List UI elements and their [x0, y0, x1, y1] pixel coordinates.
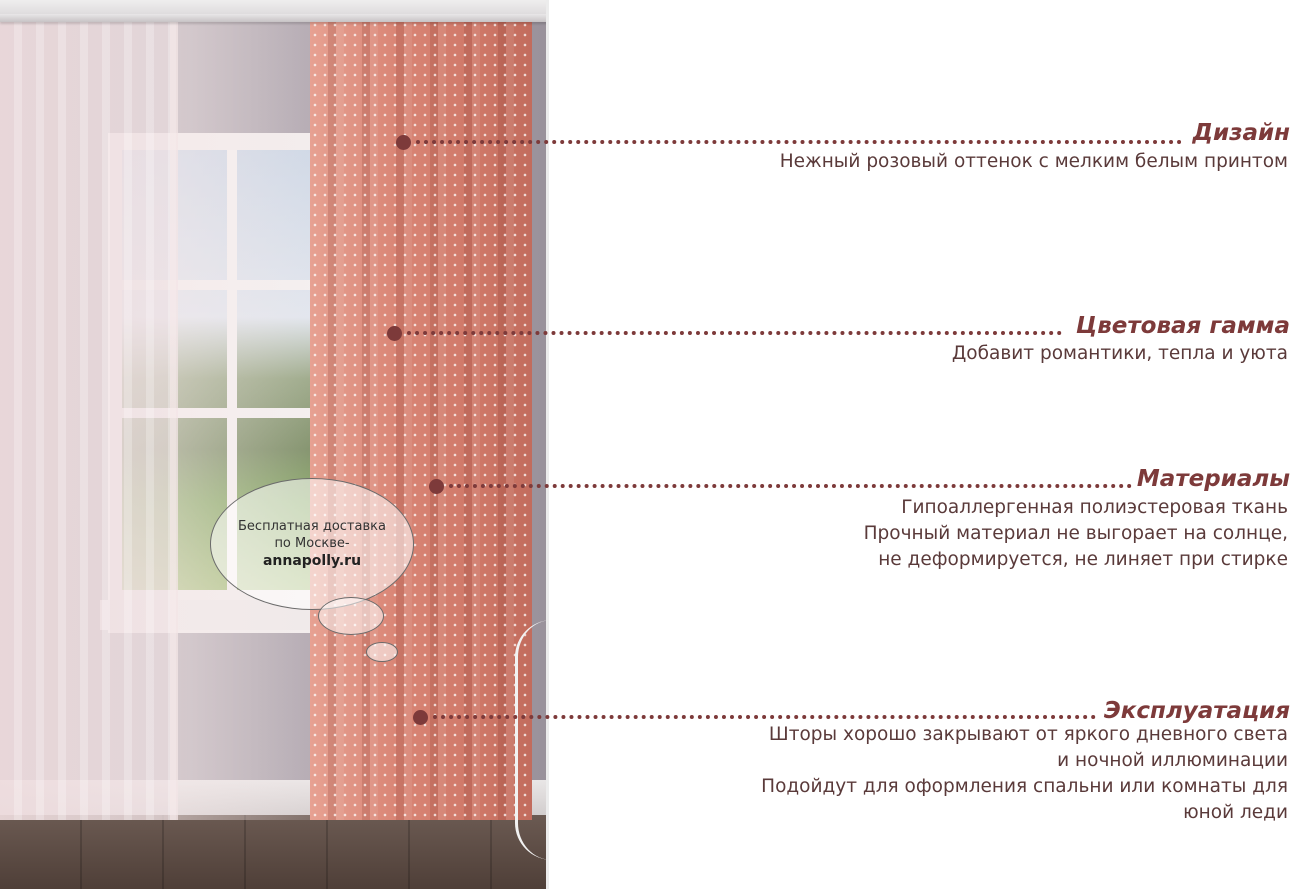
delivery-text-line1: Бесплатная доставка — [238, 518, 386, 534]
thought-bubble-small — [366, 642, 398, 662]
delivery-text-line2: по Москве- — [274, 535, 350, 551]
feature-desc-materials: Гипоаллергенная полиэстеровая ткань Проч… — [864, 495, 1288, 573]
feature-desc-color: Добавит романтики, тепла и уюта — [952, 341, 1288, 367]
feature-title-usage: Эксплуатация — [1103, 698, 1290, 724]
feature-desc-line: Добавит романтики, тепла и уюта — [951, 343, 1288, 364]
floor-lamp-stand — [515, 620, 549, 860]
callout-dot-usage — [413, 710, 428, 725]
feature-title-color: Цветовая гамма — [1075, 313, 1290, 339]
thought-bubble-mid — [318, 597, 384, 635]
feature-desc-line: Гипоаллергенная полиэстеровая ткань — [901, 497, 1288, 518]
delivery-bubble: Бесплатная доставка по Москве- annapolly… — [210, 478, 414, 610]
leader-line-design — [416, 140, 1182, 144]
feature-desc-line: юной леди — [1183, 802, 1288, 823]
leader-line-usage — [433, 715, 1096, 719]
leader-line-color — [407, 331, 1062, 335]
feature-desc-usage: Шторы хорошо закрывают от яркого дневног… — [761, 722, 1288, 826]
delivery-site-link[interactable]: annapolly.ru — [262, 552, 362, 569]
callout-dot-color — [387, 326, 402, 341]
feature-desc-design: Нежный розовый оттенок с мелким белым пр… — [780, 149, 1288, 175]
curtain-rod — [0, 14, 549, 22]
feature-desc-line: не деформируется, не линяет при стирке — [878, 549, 1288, 570]
product-photo — [0, 0, 549, 889]
sheer-tulle-overlay — [170, 20, 320, 820]
feature-title-materials: Материалы — [1136, 466, 1290, 492]
feature-desc-line: Нежный розовый оттенок с мелким белым пр… — [779, 151, 1288, 172]
photo-edge — [546, 0, 549, 889]
pink-polka-dot-curtain — [310, 20, 532, 820]
callout-dot-design — [396, 135, 411, 150]
leader-line-materials — [449, 484, 1132, 488]
sheer-tulle-curtain — [0, 20, 178, 820]
feature-desc-line: Шторы хорошо закрывают от яркого дневног… — [768, 724, 1288, 745]
feature-desc-line: и ночной иллюминации — [1057, 750, 1288, 771]
feature-desc-line: Прочный материал не выгорает на солнце, — [863, 523, 1288, 544]
feature-desc-line: Подойдут для оформления спальни или комн… — [761, 776, 1288, 797]
wood-floor — [0, 815, 549, 889]
feature-title-design: Дизайн — [1192, 120, 1291, 146]
callout-dot-materials — [429, 479, 444, 494]
